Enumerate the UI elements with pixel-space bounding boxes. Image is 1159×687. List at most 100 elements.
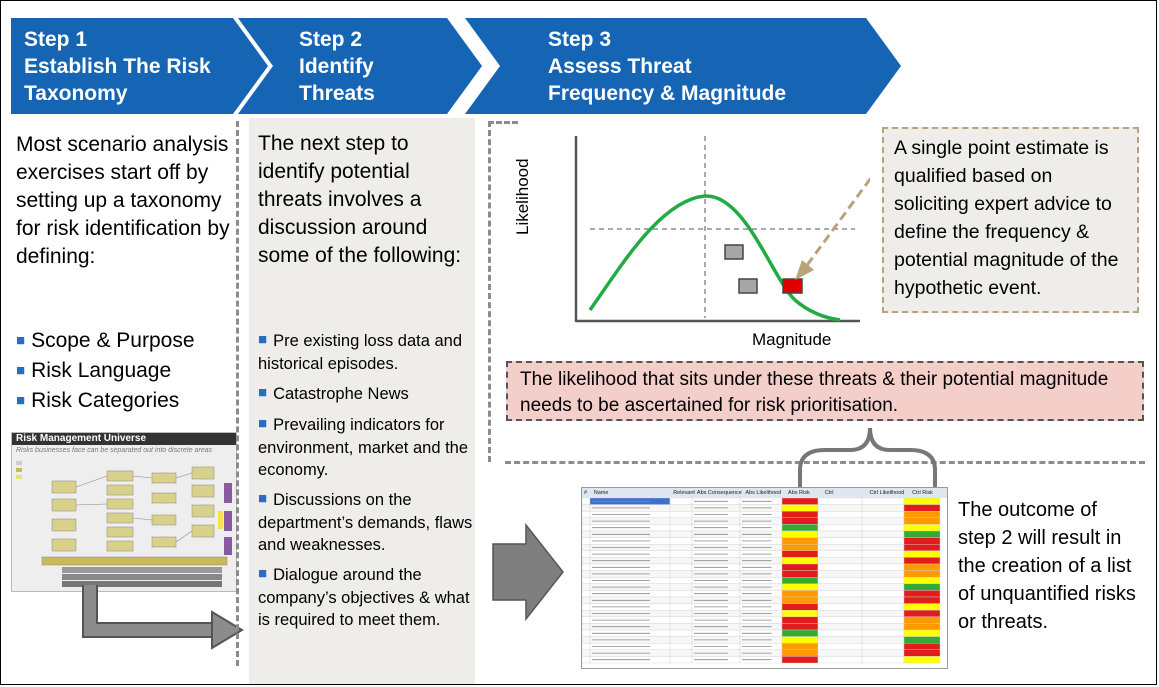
table-cell <box>817 530 863 538</box>
table-cell <box>903 616 941 624</box>
table-cell <box>669 570 693 578</box>
table-cell <box>669 623 693 631</box>
table-cell <box>861 656 905 664</box>
bent-arrow-icon <box>82 585 244 650</box>
table-cell <box>669 530 693 538</box>
table-cell <box>903 649 941 657</box>
table-cell <box>817 510 863 518</box>
step2-bullet-list: ■Pre existing loss data and historical e… <box>258 330 473 639</box>
table-cell <box>903 603 941 611</box>
table-cell <box>817 544 863 552</box>
step-chevrons <box>11 18 901 114</box>
bullet-item: ■Catastrophe News <box>258 384 409 403</box>
table-cell <box>669 557 693 565</box>
table-cell <box>817 636 863 644</box>
table-cell <box>582 590 591 598</box>
table-cell <box>582 576 591 584</box>
table-cell <box>861 590 905 598</box>
table-cell <box>903 583 941 591</box>
table-cell <box>861 583 905 591</box>
table-cell <box>861 609 905 617</box>
table-cell <box>582 504 591 512</box>
bullet-square-icon: ■ <box>258 331 268 348</box>
table-cell <box>582 510 591 518</box>
table-cell <box>861 530 905 538</box>
table-cell <box>903 504 941 512</box>
table-cell <box>781 544 819 552</box>
table-cell <box>781 636 819 644</box>
table-cell <box>781 656 819 664</box>
table-cell <box>582 609 591 617</box>
table-cell <box>903 537 941 545</box>
callout-arrowhead <box>795 260 814 280</box>
table-cell <box>903 530 941 538</box>
table-cell <box>582 623 591 631</box>
table-cell <box>669 510 693 518</box>
bullet-square-icon: ■ <box>258 565 268 582</box>
bullet-square-icon: ■ <box>16 332 26 349</box>
table-cell <box>903 636 941 644</box>
table-cell <box>582 616 591 624</box>
grey-threat-marker <box>724 244 744 260</box>
table-cell <box>781 583 819 591</box>
table-cell <box>669 563 693 571</box>
table-cell <box>582 570 591 578</box>
table-cell <box>817 616 863 624</box>
step2-chevron <box>238 18 482 114</box>
step1-title: Step 1 Establish The Risk Taxonomy <box>24 28 211 105</box>
red-threat-marker <box>782 278 803 294</box>
table-cell <box>903 629 941 637</box>
table-cell <box>582 557 591 565</box>
table-cell <box>861 596 905 604</box>
table-cell <box>781 603 819 611</box>
risk-universe-diagram <box>16 461 232 587</box>
table-cell <box>582 550 591 558</box>
table-cell <box>669 544 693 552</box>
x-axis-label: Magnitude <box>752 330 832 349</box>
likelihood-callout: The likelihood that sits under these thr… <box>506 361 1144 421</box>
table-cell <box>861 623 905 631</box>
table-cell <box>582 642 591 650</box>
callout-pointer <box>803 176 870 269</box>
step2-title: Step 2 Identify Threats <box>299 28 375 105</box>
step2-panel <box>249 118 475 684</box>
table-cell <box>669 590 693 598</box>
table-cell <box>903 510 941 518</box>
table-cell <box>582 530 591 538</box>
table-cell <box>582 544 591 552</box>
table-cell <box>781 623 819 631</box>
table-cell <box>903 550 941 558</box>
table-cell <box>903 544 941 552</box>
table-cell <box>582 629 591 637</box>
brace-icon <box>798 427 937 488</box>
likelihood-magnitude-chart <box>574 136 870 323</box>
table-cell <box>781 590 819 598</box>
table-cell <box>903 517 941 525</box>
table-cell <box>861 498 905 505</box>
step1-bullet-list: ■Scope & Purpose ■Risk Language ■Risk Ca… <box>16 327 195 417</box>
table-cell <box>903 570 941 578</box>
table-cell <box>861 603 905 611</box>
table-cell <box>669 517 693 525</box>
grey-threat-marker <box>738 278 758 294</box>
table-cell <box>669 596 693 604</box>
bullet-square-icon: ■ <box>258 490 268 507</box>
distribution-curve <box>588 194 841 322</box>
table-cell <box>903 656 941 664</box>
table-cell <box>861 544 905 552</box>
table-cell <box>781 649 819 657</box>
table-cell <box>861 576 905 584</box>
table-cell <box>669 576 693 584</box>
table-cell <box>781 498 819 505</box>
step2-intro: The next step to identify potential thre… <box>258 132 462 267</box>
table-cell <box>669 504 693 512</box>
table-cell <box>903 576 941 584</box>
table-cell <box>861 557 905 565</box>
bullet-item: ■Pre existing loss data and historical e… <box>258 331 463 373</box>
table-cell <box>582 537 591 545</box>
table-cell <box>817 656 863 664</box>
bullet-square-icon: ■ <box>16 392 26 409</box>
table-cell <box>861 504 905 512</box>
table-cell <box>781 642 819 650</box>
